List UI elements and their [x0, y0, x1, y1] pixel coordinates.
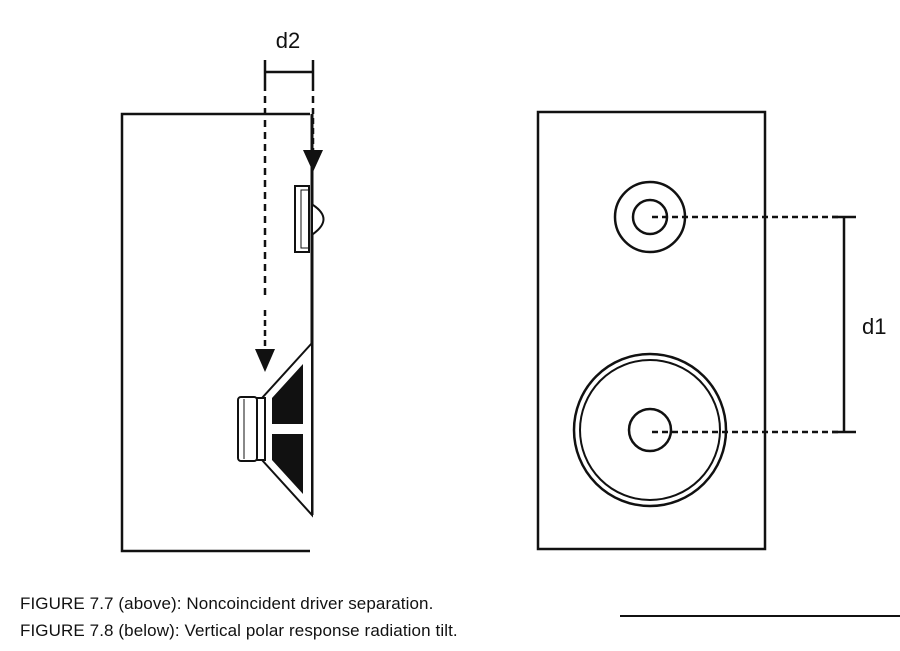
- caption-figure-number: FIGURE 7.8: [20, 621, 114, 640]
- caption-figure-number: FIGURE 7.7: [20, 594, 114, 613]
- arrival-arrows: [255, 84, 323, 372]
- woofer-front: [572, 352, 728, 508]
- d2-dimension: d2: [263, 28, 315, 84]
- side-view: d2: [120, 28, 325, 553]
- caption-text: (below): Vertical polar response radiati…: [113, 621, 458, 640]
- front-view: d1: [536, 110, 886, 551]
- d1-label: d1: [862, 314, 886, 339]
- tweeter-arrow-icon: [303, 150, 323, 172]
- d1-dimension: d1: [652, 215, 886, 434]
- woofer-arrow-icon: [255, 349, 275, 372]
- caption-divider: [620, 615, 900, 617]
- front-cabinet: [536, 110, 767, 551]
- caption-figure-7-7: FIGURE 7.7 (above): Noncoincident driver…: [20, 594, 433, 614]
- caption-figure-7-8: FIGURE 7.8 (below): Vertical polar respo…: [20, 621, 458, 641]
- caption-text: (above): Noncoincident driver separation…: [113, 594, 434, 613]
- side-cabinet: [120, 112, 310, 553]
- tweeter-side: [294, 185, 325, 253]
- d2-label: d2: [276, 28, 300, 53]
- woofer-side: [237, 340, 313, 518]
